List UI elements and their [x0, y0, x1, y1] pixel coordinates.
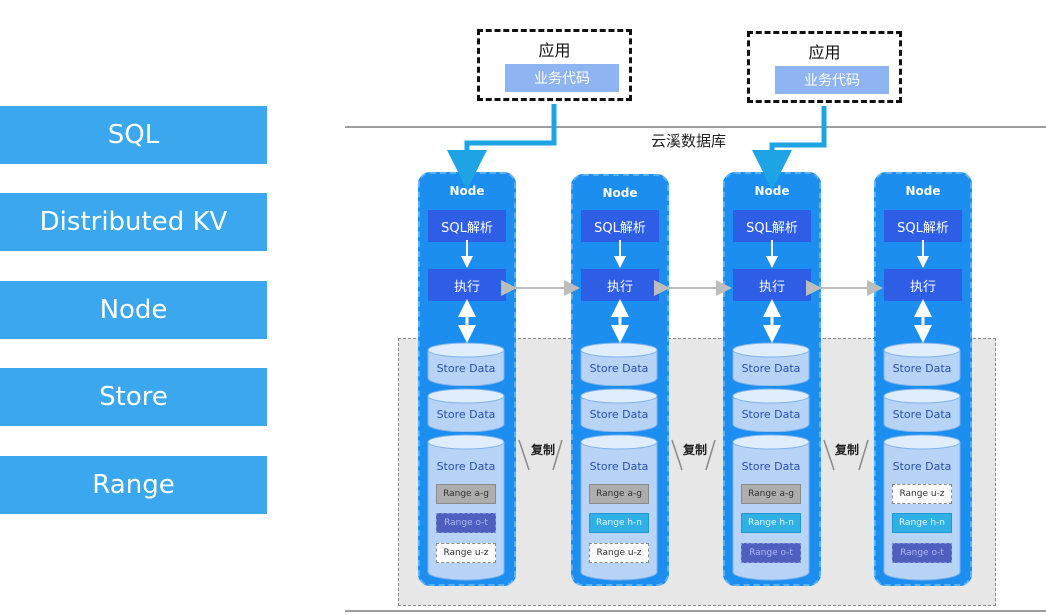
app-to-node-arrow [752, 106, 827, 190]
store-label: Store Data [892, 460, 952, 473]
range-block: Range h-n [892, 513, 952, 533]
store-cylinder: Store Data [579, 342, 659, 387]
store-label: Store Data [892, 362, 952, 375]
application-box-2: 应用 业务代码 [747, 31, 902, 103]
layer-store: Store [0, 368, 267, 426]
store-cylinder: Store Data [882, 388, 962, 433]
store-label: Store Data [741, 460, 801, 473]
store-label: Store Data [589, 362, 649, 375]
sql-parse-block: SQL解析 [428, 210, 506, 242]
layer-label: Node [99, 295, 168, 325]
range-block: Range h-n [741, 513, 801, 533]
store-label: Store Data [741, 408, 801, 421]
sql-parse-block: SQL解析 [884, 210, 962, 242]
layer-node: Node [0, 281, 267, 339]
sql-parse-block: SQL解析 [733, 210, 811, 242]
layer-label: Range [92, 470, 175, 500]
range-block: Range o-t [741, 543, 801, 563]
store-label: Store Data [436, 460, 496, 473]
app-to-node-arrow [447, 104, 557, 190]
store-cylinder: Store Data [579, 388, 659, 433]
range-block: Range u-z [589, 543, 649, 563]
business-code-block: 业务代码 [505, 64, 619, 92]
node-title: Node [602, 186, 638, 200]
store-cylinder: Store Data [426, 388, 506, 433]
store-label: Store Data [741, 362, 801, 375]
store-cylinder-large: Store Data Range a-g Range o-t Range u-z [426, 434, 506, 582]
replication-connector [518, 439, 563, 471]
replication-connector [823, 439, 869, 471]
application-box-1: 应用 业务代码 [477, 29, 632, 101]
store-label: Store Data [589, 460, 649, 473]
layer-label: Distributed KV [39, 207, 228, 237]
execute-block: 执行 [884, 269, 962, 301]
node-title: Node [905, 184, 941, 198]
store-cylinder-large: Store Data Range a-g Range h-n Range u-z [579, 434, 659, 582]
range-block: Range a-g [589, 484, 649, 504]
store-label: Store Data [892, 408, 952, 421]
store-label: Store Data [436, 408, 496, 421]
layer-sql: SQL [0, 106, 267, 164]
database-label: 云溪数据库 [651, 132, 727, 150]
replication-label: 复制 [531, 443, 556, 457]
store-cylinder: Store Data [731, 342, 811, 387]
store-cylinder-large: Store Data Range u-z Range h-n Range o-t [882, 434, 962, 582]
layer-label: Store [99, 382, 168, 412]
application-title: 应用 [808, 43, 841, 62]
replication-connector [671, 439, 716, 471]
range-block: Range h-n [589, 513, 649, 533]
application-title: 应用 [538, 41, 571, 60]
range-block: Range u-z [892, 484, 952, 504]
execute-block: 执行 [733, 269, 811, 301]
database-top-line [345, 126, 1046, 128]
store-label: Store Data [589, 408, 649, 421]
node-column-1: Node SQL解析 执行 Store Data Store Data Stor… [418, 172, 516, 586]
layer-range: Range [0, 456, 267, 514]
store-cylinder: Store Data [731, 388, 811, 433]
sql-parse-block: SQL解析 [581, 210, 659, 242]
business-code-block: 业务代码 [775, 66, 889, 94]
layer-label: SQL [107, 120, 160, 150]
layer-distributed-kv: Distributed KV [0, 193, 267, 251]
store-label: Store Data [436, 362, 496, 375]
store-cylinder-large: Store Data Range a-g Range h-n Range o-t [731, 434, 811, 582]
node-column-4: Node SQL解析 执行 Store Data Store Data Stor… [874, 172, 972, 586]
store-cylinder: Store Data [426, 342, 506, 387]
range-block: Range u-z [436, 543, 496, 563]
range-block: Range o-t [436, 513, 496, 533]
execute-block: 执行 [581, 269, 659, 301]
range-block: Range o-t [892, 543, 952, 563]
range-block: Range a-g [436, 484, 496, 504]
database-bottom-line [345, 610, 1046, 612]
store-cylinder: Store Data [882, 342, 962, 387]
range-block: Range a-g [741, 484, 801, 504]
execute-block: 执行 [428, 269, 506, 301]
replication-label: 复制 [835, 443, 860, 457]
replication-label: 复制 [683, 443, 708, 457]
